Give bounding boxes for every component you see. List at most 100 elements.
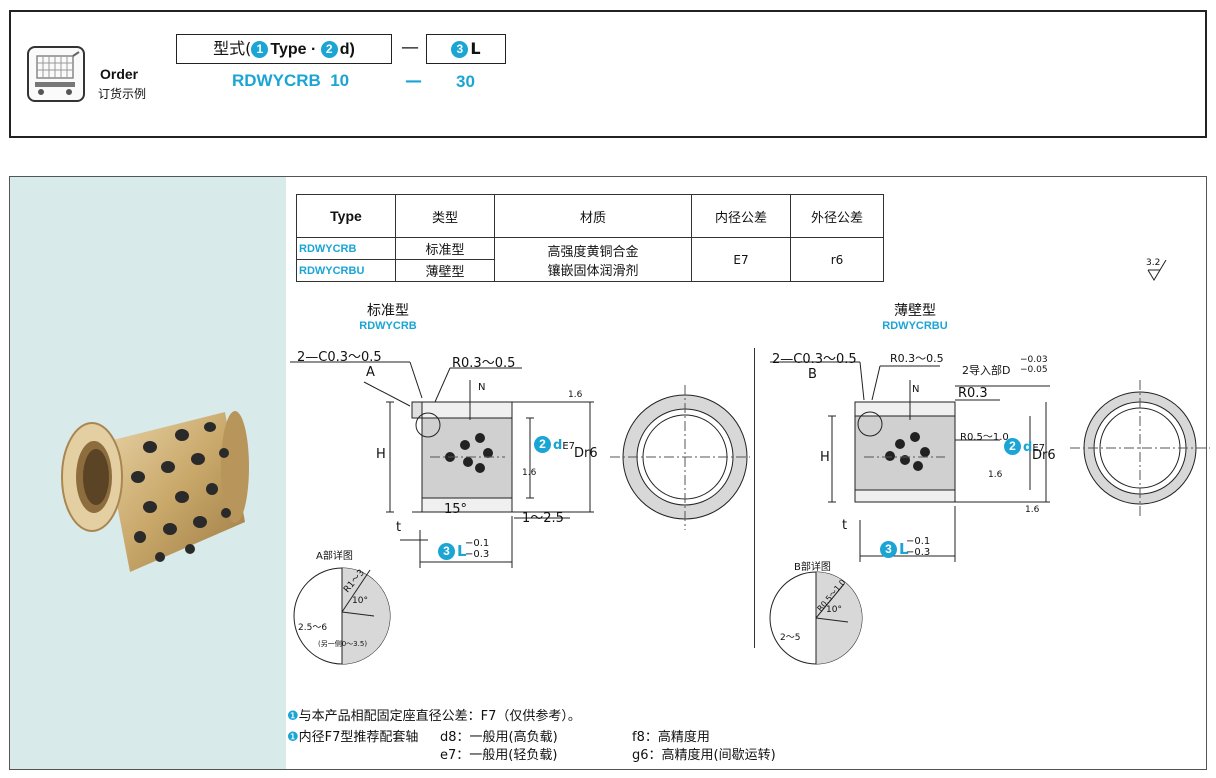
product-panel bbox=[9, 176, 1207, 770]
tip-icon: ❶ bbox=[287, 709, 299, 724]
thin-point-b: B bbox=[808, 367, 817, 382]
shaft-g6: g6：高精度用(间歇运转) bbox=[632, 748, 776, 763]
tip-icon: ❶ bbox=[287, 730, 299, 745]
std-l-tol-top: −0.1 bbox=[465, 538, 490, 549]
thin-t: t bbox=[842, 518, 848, 533]
thin-guide-tol-top: −0.03 bbox=[1020, 355, 1048, 365]
order-dash: — bbox=[401, 37, 419, 58]
thin-guide: 2导入部D bbox=[962, 362, 1010, 378]
std-detail-note: (另一侧0～3.5) bbox=[318, 640, 368, 648]
std-t: t bbox=[396, 520, 402, 535]
number-2-icon: 2 bbox=[534, 436, 551, 453]
std-point-a: A bbox=[366, 365, 375, 380]
thin-d-tol: E7 bbox=[1032, 443, 1045, 454]
thin-code: RDWYCRBU bbox=[882, 320, 948, 332]
shaft-f8: f8：高精度用 bbox=[632, 730, 710, 745]
std-angle: 15° bbox=[444, 502, 468, 517]
thin-d-text: d bbox=[1023, 440, 1033, 455]
thin-l-text: L bbox=[899, 540, 909, 558]
type-word: Type · bbox=[270, 41, 321, 58]
standard-drawing bbox=[290, 361, 750, 665]
std-l-text: L bbox=[457, 542, 467, 560]
thin-detail-title: B部详图 bbox=[794, 562, 831, 573]
thin-detail-angle: 10° bbox=[826, 605, 842, 615]
thin-r05: R0.5～1.0 bbox=[960, 432, 1009, 443]
note-1: ❶与本产品相配固定座直径公差：F7（仅供参考）。 bbox=[287, 705, 581, 724]
shopping-cart-icon bbox=[27, 46, 85, 102]
number-2-icon: 2 bbox=[320, 41, 338, 58]
product-image-panel bbox=[10, 177, 286, 769]
order-label: Order bbox=[100, 66, 139, 82]
std-detail-angle: 10° bbox=[352, 596, 368, 606]
note-1-text: 与本产品相配固定座直径公差：F7（仅供参考）。 bbox=[298, 709, 581, 724]
thin-guide-tol-bottom: −0.05 bbox=[1020, 365, 1048, 375]
row-kind: 薄壁型 bbox=[395, 259, 495, 282]
order-box bbox=[9, 10, 1207, 138]
thin-l-tol: −0.1−0.3 bbox=[906, 536, 930, 558]
thin-radius: R0.3～0.5 bbox=[890, 352, 944, 365]
shaft-e7: e7：一般用(轻负载) bbox=[440, 748, 558, 763]
std-d-text: d bbox=[553, 438, 563, 453]
std-h: H bbox=[376, 447, 386, 462]
inner-tol-cell: E7 bbox=[691, 237, 791, 282]
number-3-icon: 3 bbox=[451, 41, 469, 58]
example-dash: — bbox=[405, 71, 422, 91]
header-outer-tol: 外径公差 bbox=[790, 194, 884, 238]
surface-roughness-mark: 3.2 bbox=[1146, 258, 1167, 281]
thin-h: H bbox=[820, 450, 830, 465]
thin-l-tol-bottom: −0.3 bbox=[906, 547, 931, 558]
spec-table: Type 类型 材质 内径公差 外径公差 RDWYCRB 标准型 高强度黄铜合金… bbox=[296, 194, 884, 282]
std-rough-top: 1.6 bbox=[568, 390, 583, 400]
number-3-icon: 3 bbox=[880, 541, 897, 558]
number-1-icon: 1 bbox=[251, 41, 269, 58]
std-chamfer: 2—C0.3～0.5 bbox=[297, 350, 382, 365]
length-word: L bbox=[470, 39, 481, 58]
thin-r03: R0.3 bbox=[958, 386, 988, 401]
std-l-tol: −0.1−0.3 bbox=[465, 538, 489, 560]
thin-chamfer: 2—C0.3～0.5 bbox=[772, 352, 857, 367]
divider bbox=[754, 348, 755, 648]
header-kind: 类型 bbox=[395, 194, 495, 238]
std-l-tol-bottom: −0.3 bbox=[465, 549, 490, 560]
thin-guide-text: 2导入部D bbox=[962, 364, 1011, 377]
std-n: N bbox=[478, 382, 486, 393]
number-2-icon: 2 bbox=[1004, 438, 1021, 455]
type-d: d) bbox=[339, 41, 355, 58]
std-d-tol: E7 bbox=[562, 441, 575, 452]
material-cell: 高强度黄铜合金镶嵌固体润滑剂 bbox=[494, 237, 692, 282]
type-prefix: 型式( bbox=[213, 39, 252, 58]
header-inner-tol: 内径公差 bbox=[691, 194, 791, 238]
row-kind: 标准型 bbox=[395, 237, 495, 260]
order-sub-label: 订货示例 bbox=[98, 87, 147, 101]
example-length: 30 bbox=[456, 72, 475, 91]
material-line2: 镶嵌固体润滑剂 bbox=[547, 263, 639, 279]
thin-l-tol-top: −0.1 bbox=[906, 536, 931, 547]
std-rough-inner: 1.6 bbox=[522, 468, 537, 478]
header-material: 材质 bbox=[494, 194, 692, 238]
std-range: 1～2.5 bbox=[522, 511, 564, 526]
thin-guide-tol: −0.03−0.05 bbox=[1020, 355, 1048, 375]
std-detail-title: A部详图 bbox=[316, 551, 353, 562]
thin-drawing bbox=[769, 361, 1210, 665]
thin-rough-outer: 1.6 bbox=[1025, 505, 1040, 515]
note-2: ❶内径F7型推荐配套轴 bbox=[287, 726, 418, 745]
outer-tol-cell: r6 bbox=[790, 237, 884, 282]
row-code: RDWYCRB bbox=[296, 237, 396, 260]
note-2-text: 内径F7型推荐配套轴 bbox=[298, 730, 419, 745]
std-radius: R0.3～0.5 bbox=[452, 356, 516, 371]
thin-rough: 1.6 bbox=[988, 470, 1003, 480]
material-line1: 高强度黄铜合金 bbox=[547, 244, 639, 260]
thin-detail-len: 2～5 bbox=[780, 633, 801, 643]
shaft-d8: d8：一般用(高负载) bbox=[440, 730, 558, 745]
standard-code: RDWYCRB bbox=[359, 320, 417, 332]
thin-title: 薄壁型 bbox=[894, 303, 936, 319]
thin-n: N bbox=[912, 384, 920, 395]
header-type: Type bbox=[296, 194, 396, 238]
bushing-photo bbox=[61, 411, 249, 572]
